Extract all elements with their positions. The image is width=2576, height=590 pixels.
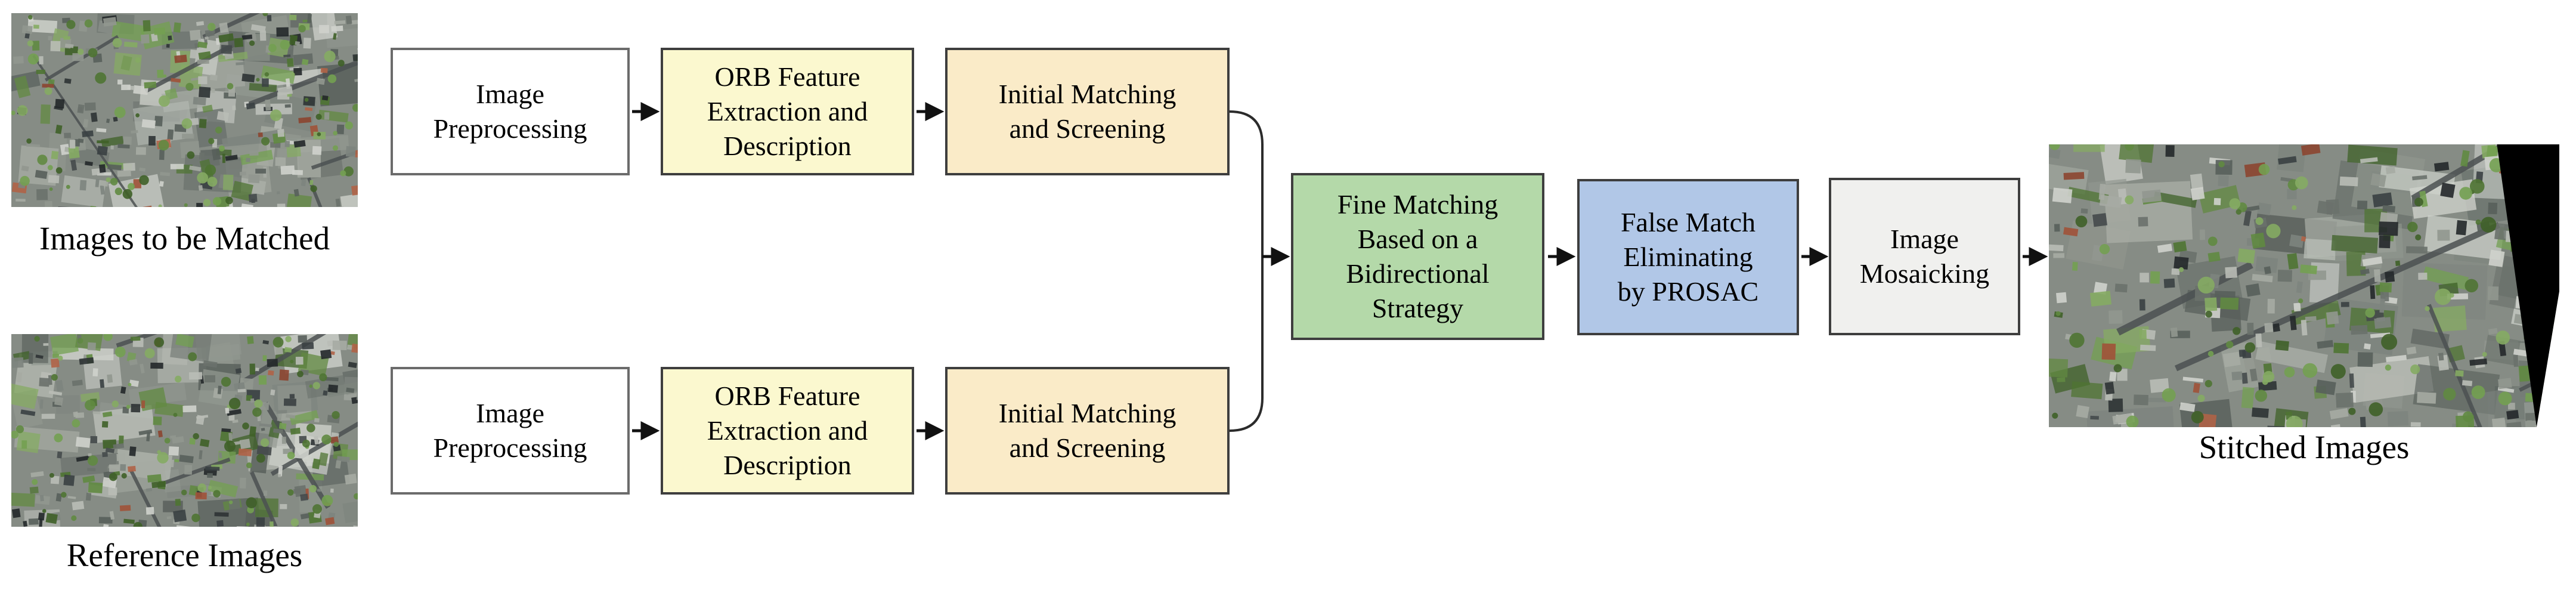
caption-reference-images: Reference Images <box>66 537 303 573</box>
node-image-mosaicking: Image Mosaicking <box>1829 178 2020 335</box>
node-fine-matching-bidirectional: Fine Matching Based on a Bidirectional S… <box>1291 173 1544 340</box>
merge-bracket-connector <box>1229 110 1264 432</box>
node-orb-feature-extraction-top: ORB Feature Extraction and Description <box>661 48 914 175</box>
aerial-photo-stitched <box>2049 144 2559 427</box>
node-initial-matching-top: Initial Matching and Screening <box>945 48 1230 175</box>
aerial-photo-reference <box>11 334 358 527</box>
node-initial-matching-bottom: Initial Matching and Screening <box>945 367 1230 495</box>
caption-stitched-images: Stitched Images <box>2199 429 2410 465</box>
caption-images-to-be-matched: Images to be Matched <box>39 220 330 257</box>
node-orb-feature-extraction-bottom: ORB Feature Extraction and Description <box>661 367 914 495</box>
node-image-preprocessing-top: Image Preprocessing <box>391 48 630 175</box>
aerial-photo-texture <box>11 13 358 207</box>
node-false-match-eliminating-prosac: False Match Eliminating by PROSAC <box>1577 179 1799 335</box>
node-image-preprocessing-bottom: Image Preprocessing <box>391 367 630 495</box>
aerial-photo-texture <box>11 334 358 527</box>
aerial-photo-texture <box>2049 144 2559 427</box>
stitched-black-wedge <box>2497 144 2559 427</box>
aerial-photo-to-be-matched <box>11 13 358 207</box>
